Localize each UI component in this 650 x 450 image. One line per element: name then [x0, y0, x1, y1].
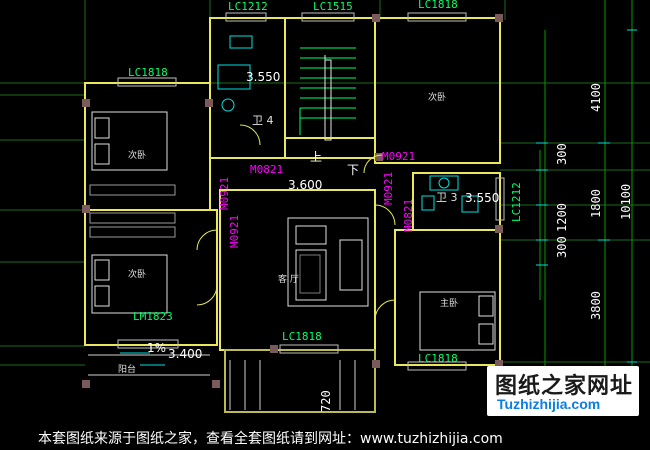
- room-label-master-bedroom: 主卧: [440, 297, 458, 309]
- stair-down-label: 下: [347, 163, 359, 177]
- door-swings: [196, 124, 396, 321]
- window-label-lc1818-right-bottom: LC1818: [418, 352, 458, 365]
- room-label-bath4: 卫 4: [252, 114, 274, 127]
- door-label-m0821-right: M0821: [402, 199, 415, 232]
- window-label-lm1823: LM1823: [133, 310, 173, 323]
- site-watermark-badge: 图纸之家网址 Tuzhizhijia.com: [487, 366, 639, 416]
- level-bath4: 3.550: [246, 70, 280, 84]
- door-labels: M0821 M0921 M0921 M0921 M0921 M0821: [218, 150, 415, 248]
- room-label-living: 客 厅: [278, 273, 299, 285]
- door-label-m0821-top: M0821: [250, 163, 283, 176]
- door-label-m0921-left-a: M0921: [218, 177, 231, 210]
- wall-columns: [82, 14, 503, 388]
- site-name-cn: 图纸之家网址: [495, 374, 634, 399]
- staircase: [299, 47, 356, 141]
- dimension-ticks: [536, 29, 637, 363]
- window-label-lc1818-center-bottom: LC1818: [282, 330, 322, 343]
- walls: [84, 17, 501, 413]
- window-label-lc1515: LC1515: [313, 0, 353, 13]
- room-label-bedroom-left-top: 次卧: [128, 149, 146, 161]
- room-label-bedroom-top-right: 次卧: [428, 91, 446, 103]
- window-label-lc1212-top: LC1212: [228, 0, 268, 13]
- slope-label: 1%: [147, 341, 166, 355]
- room-label-balcony: 阳台: [118, 363, 136, 375]
- dimension-720: 720: [319, 390, 333, 412]
- stair-up-label: 上: [310, 150, 322, 164]
- dimension-1800: 1800: [589, 189, 603, 218]
- beds: [91, 111, 496, 351]
- balcony-lines: [88, 354, 356, 410]
- dimension-300a: 300: [555, 143, 569, 165]
- dimension-4100: 4100: [589, 83, 603, 112]
- axis-lines: [0, 0, 650, 370]
- window-label-lc1818-top-right: LC1818: [418, 0, 458, 11]
- window-labels: LC1212 LC1515 LC1818 LC1818 LM1823 LC181…: [128, 0, 523, 365]
- footer-text: 本套图纸来源于图纸之家，查看全套图纸请到网址：www.tuzhizhijia.c…: [38, 431, 503, 447]
- level-balcony: 3.400: [168, 347, 202, 361]
- door-label-m0921-center-right: M0921: [382, 172, 395, 205]
- room-labels: 次卧 次卧 次卧 主卧 客 厅 阳台 卫 4 卫 3: [118, 91, 458, 375]
- door-label-m0921-left-b: M0921: [228, 215, 241, 248]
- dimension-10100: 10100: [619, 184, 633, 220]
- source-footer: 本套图纸来源于图纸之家，查看全套图纸请到网址：www.tuzhizhijia.c…: [0, 424, 650, 450]
- room-label-bath3: 卫 3: [436, 191, 458, 204]
- dimension-1200: 1200: [555, 203, 569, 232]
- bathroom-fixtures: [217, 35, 479, 213]
- window-label-lc1212-right: LC1212: [510, 182, 523, 222]
- window-bars: [117, 12, 505, 371]
- room-label-bedroom-left-bottom: 次卧: [128, 268, 146, 280]
- living-furniture: [287, 217, 369, 307]
- level-bath3: 3.550: [465, 191, 499, 205]
- wardrobes: [89, 184, 176, 238]
- window-label-lc1818-left: LC1818: [128, 66, 168, 79]
- dimension-300b: 300: [555, 236, 569, 258]
- level-labels: 3.550 3.600 3.550 3.400 1% 上 下: [147, 70, 499, 361]
- door-label-m0921-right-top: M0921: [382, 150, 415, 163]
- level-hall: 3.600: [288, 178, 322, 192]
- dimension-3800: 3800: [589, 291, 603, 320]
- slope-arrows: [120, 352, 165, 366]
- site-url: Tuzhizhijia.com: [497, 396, 601, 412]
- dimension-labels: 4100 300 1800 10100 1200 300 3800 720: [319, 83, 633, 412]
